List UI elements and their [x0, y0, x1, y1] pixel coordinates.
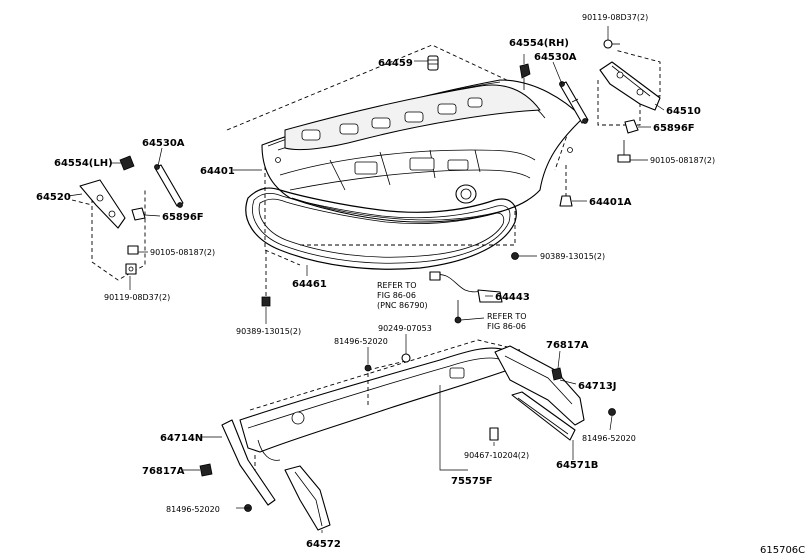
trim-64571b	[511, 391, 576, 441]
stopper-64459	[427, 55, 439, 71]
label-64714n: 64714N	[160, 433, 203, 444]
label-76817a-left: 76817A	[142, 466, 185, 477]
label-90105-right: 90105-08187(2)	[650, 156, 715, 165]
bolt-90105-right	[617, 140, 631, 163]
trunk-lid-panel	[226, 44, 584, 266]
label-81496-right: 81496-52020	[582, 434, 636, 443]
label-64401a: 64401A	[589, 197, 632, 208]
label-90389-right: 90389-13015(2)	[540, 252, 605, 261]
label-90249: 90249-07053	[378, 324, 432, 333]
label-64530a-left: 64530A	[142, 138, 185, 149]
label-64459: 64459	[378, 58, 413, 69]
trim-64572	[284, 465, 331, 531]
trim-64713j	[494, 345, 585, 426]
label-64443: 64443	[495, 292, 530, 303]
label-refer1-line1: REFER TO	[377, 281, 417, 290]
cushion-65896f-right	[624, 119, 639, 134]
clip-64554-rh	[519, 63, 531, 90]
label-64520: 64520	[36, 192, 71, 203]
label-76817a-right: 76817A	[546, 340, 589, 351]
cushion-65896f-left	[131, 207, 146, 221]
label-81496-left: 81496-52020	[166, 505, 220, 514]
label-64530a-right: 64530A	[534, 52, 577, 63]
label-refer2-line1: REFER TO	[487, 312, 527, 321]
weatherstrip-seal	[245, 187, 517, 270]
clip-90389-right	[511, 252, 519, 260]
label-65896f-left: 65896F	[162, 212, 204, 223]
label-refer1-line3: (PNC 86790)	[377, 301, 428, 310]
label-refer1-line2: FIG 86-06	[377, 291, 416, 300]
clip-90389-left	[261, 250, 271, 307]
label-75575f: 75575F	[451, 476, 493, 487]
figure-code: 615706C	[760, 545, 805, 556]
label-65896f-right: 65896F	[653, 123, 695, 134]
label-90105-left: 90105-08187(2)	[150, 248, 215, 257]
label-64461: 64461	[292, 279, 327, 290]
label-refer2-line2: FIG 86-06	[487, 322, 526, 331]
label-64510: 64510	[666, 106, 701, 117]
clip-64554-lh	[119, 155, 135, 171]
label-64554-lh: 64554(LH)	[54, 158, 113, 169]
clip-90249	[401, 353, 411, 363]
bolt-90105-left	[127, 245, 139, 255]
stopper-64401a	[559, 165, 573, 207]
label-90119-top: 90119-08D37(2)	[582, 13, 648, 22]
hinge-64510	[597, 49, 661, 126]
bolt-90119-left	[125, 263, 137, 275]
label-64571b: 64571B	[556, 460, 598, 471]
part-labels: 64459 64554(RH) 64530A 90119-08D37(2) 64…	[36, 13, 805, 556]
label-90389-left: 90389-13015(2)	[236, 327, 301, 336]
label-81496-top: 81496-52020	[334, 337, 388, 346]
label-64401: 64401	[200, 166, 235, 177]
label-64713j: 64713J	[578, 381, 617, 392]
clip-76817a-right	[551, 367, 563, 381]
clip-76817a-left	[199, 463, 213, 477]
leader-lines	[67, 26, 665, 533]
label-90467: 90467-10204(2)	[464, 451, 529, 460]
bolt-90467	[489, 427, 499, 441]
bolt-90119-top	[603, 39, 620, 49]
clip-81496-right	[608, 408, 616, 416]
label-64572: 64572	[306, 539, 341, 550]
clip-81496-top	[364, 364, 372, 372]
hinge-64520	[71, 179, 146, 281]
label-90119-left: 90119-08D37(2)	[104, 293, 170, 302]
damper-64530a-left	[154, 164, 184, 208]
label-64554-rh: 64554(RH)	[509, 38, 569, 49]
trim-64714n	[221, 419, 276, 506]
